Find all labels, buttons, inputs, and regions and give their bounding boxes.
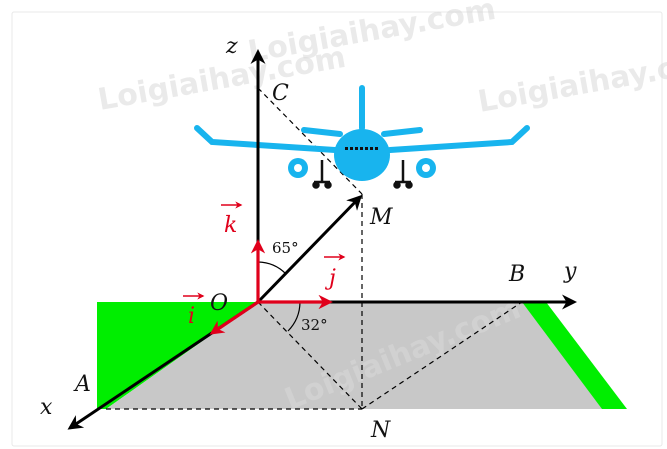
label-M: M <box>369 205 393 230</box>
unit-vectors <box>209 239 333 335</box>
label-x: x <box>40 395 53 420</box>
vector-i <box>209 300 259 335</box>
gray-ground <box>106 302 602 409</box>
label-O: O <box>210 291 228 316</box>
label-z: z <box>225 34 238 59</box>
construction-lines <box>106 87 523 410</box>
labels: z y x O C M B A N k j i 65° 32° <box>40 34 577 443</box>
label-N: N <box>370 418 391 443</box>
angle-arcs <box>257 261 301 332</box>
label-i: i <box>188 304 195 329</box>
line-CM <box>257 87 363 195</box>
label-k: k <box>224 213 237 238</box>
vector-OM <box>256 194 363 304</box>
label-C: C <box>272 81 289 106</box>
label-B: B <box>508 262 525 287</box>
line-ON <box>257 301 363 410</box>
vector-overarrows <box>183 201 346 300</box>
airplane-icon <box>194 85 530 189</box>
green-strip-right <box>520 302 627 409</box>
label-A: A <box>73 372 91 397</box>
arc-65 <box>257 261 287 275</box>
label-angle-32: 32° <box>301 316 328 334</box>
label-angle-65: 65° <box>272 239 299 257</box>
arc-32 <box>287 301 301 332</box>
label-y: y <box>563 259 577 284</box>
